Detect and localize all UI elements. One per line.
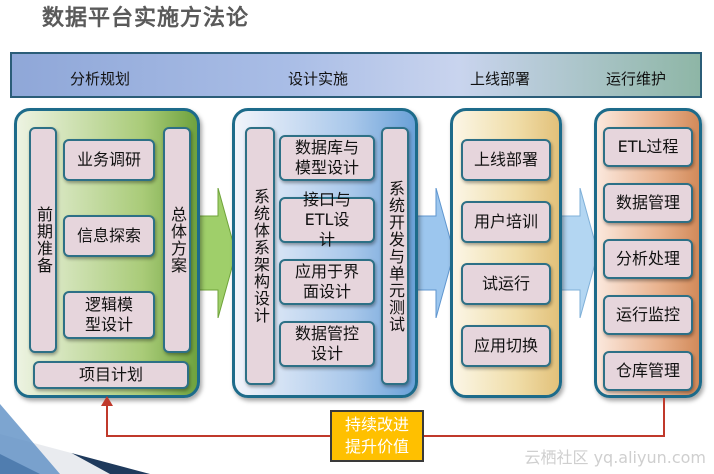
panel-design-implementation: 系统体系架构设计 数据库与模型设计 接口与ETL设计 应用于界面设计 数据管控设…: [232, 108, 418, 398]
flow-arrow-3: [560, 188, 599, 318]
box-trial-run: 试运行: [461, 263, 551, 305]
box-project-plan: 项目计划: [33, 361, 189, 389]
phase-label-3: 上线部署: [470, 70, 531, 88]
flow-arrow-2: [416, 188, 455, 318]
continuous-improvement-label: 持续改进提升价值: [344, 415, 409, 456]
box-app-ui: 应用于界面设计: [279, 259, 375, 305]
box-overall-plan: 总体方案: [163, 127, 191, 353]
box-etl-process: ETL过程: [603, 127, 693, 167]
box-architecture: 系统体系架构设计: [245, 127, 275, 385]
phase-label-2: 设计实施: [288, 70, 349, 88]
panel-operations: ETL过程 数据管理 分析处理 运行监控 仓库管理: [594, 108, 702, 398]
phase-bar: 分析规划 设计实施 上线部署 运行维护: [10, 52, 702, 98]
box-logic-model: 逻辑模型设计: [63, 291, 155, 339]
box-db-model: 数据库与模型设计: [279, 135, 375, 181]
phase-label-4: 运行维护: [606, 70, 667, 88]
box-analysis: 分析处理: [603, 239, 693, 279]
box-dev-testing: 系统开发与单元测试: [381, 127, 409, 385]
box-user-training: 用户培训: [461, 201, 551, 243]
box-data-governance: 数据管控设计: [279, 321, 375, 367]
page-title: 数据平台实施方法论: [42, 6, 250, 31]
box-interface-etl: 接口与ETL设计: [279, 190, 375, 249]
continuous-improvement-box: 持续改进提升价值: [330, 410, 424, 462]
corner-decoration: [0, 404, 150, 474]
box-business-research: 业务调研: [63, 139, 155, 181]
box-monitoring: 运行监控: [603, 295, 693, 335]
box-app-switch: 应用切换: [461, 325, 551, 367]
box-data-management: 数据管理: [603, 183, 693, 223]
flow-arrow-1: [198, 188, 237, 318]
box-warehouse-mgmt: 仓库管理: [603, 351, 693, 391]
box-info-exploration: 信息探索: [63, 215, 155, 257]
panel-go-live: 上线部署 用户培训 试运行 应用切换: [450, 108, 562, 398]
panel-analysis-planning: 前期准备 业务调研 信息探索 逻辑模型设计 总体方案 项目计划: [14, 108, 200, 398]
box-preparation: 前期准备: [29, 127, 57, 353]
watermark: 云栖社区 yq.aliyun.com: [524, 448, 706, 467]
phase-label-1: 分析规划: [70, 70, 131, 88]
box-deployment: 上线部署: [461, 139, 551, 181]
